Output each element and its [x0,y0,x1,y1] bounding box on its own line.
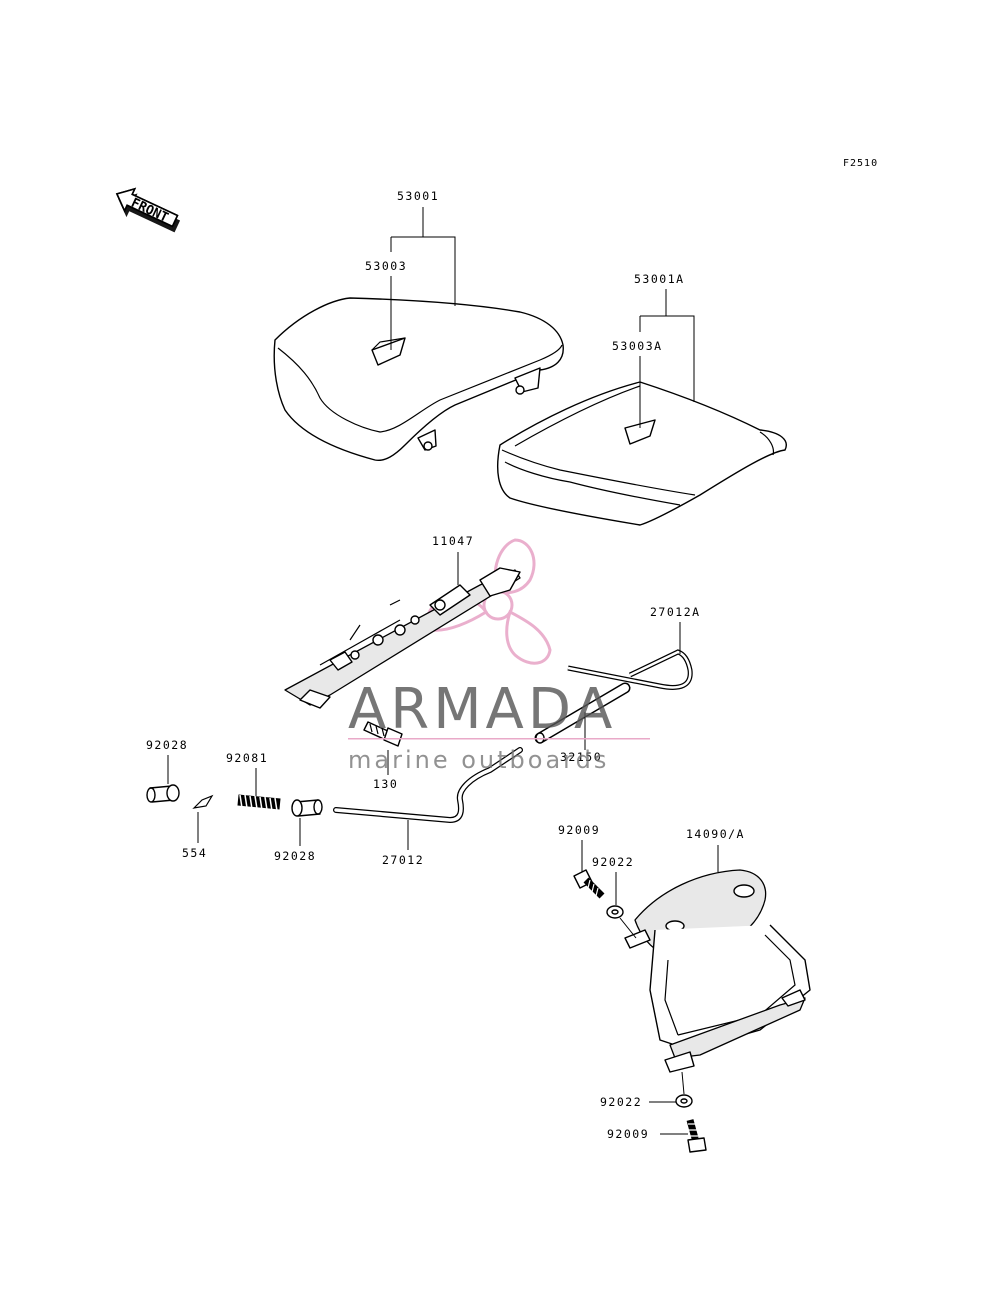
washer-92022-top-part [606,905,624,919]
label-130: 130 [373,777,398,791]
watermark-brand: ARMADA [348,677,616,742]
front-seat-part [273,297,564,462]
label-92028-left: 92028 [146,738,188,752]
front-label: FRONT [129,196,171,226]
label-92009-top: 92009 [558,823,600,837]
label-32150: 32150 [560,750,602,764]
label-14090A: 14090/A [686,827,745,841]
label-11047: 11047 [432,534,474,548]
bolt-92009-top-part [573,869,605,899]
label-53001A: 53001A [634,272,685,286]
front-arrow-icon: FRONT [115,187,181,233]
grab-handle-14090A-part [624,869,811,1073]
cap-92028-left-part [146,784,180,803]
leader-53001A [639,289,695,402]
washer-92022-bottom-part [675,1094,693,1108]
label-53003A: 53003A [612,339,663,353]
label-92009-bottom: 92009 [607,1127,649,1141]
figure-code: F2510 [843,158,878,169]
label-53003: 53003 [365,259,407,273]
label-92028-right: 92028 [274,849,316,863]
leader-washer-to-handle [619,917,637,939]
leader-53001 [390,207,456,306]
label-53001: 53001 [397,189,439,203]
label-92022-top: 92022 [592,855,634,869]
label-27012: 27012 [382,853,424,867]
bolt-92009-bottom-part [686,1119,707,1153]
label-92022-bottom: 92022 [600,1095,642,1109]
rear-seat-part [497,381,787,526]
rod-27012-part [333,747,523,824]
bolt-130-part [363,721,403,747]
watermark-divider [348,738,650,740]
seat-hook-bracket-part [284,567,521,709]
leader-handle-to-washer [681,1071,685,1095]
spring-92081-part [237,794,281,812]
cap-92028-right-part [291,799,323,817]
label-92081: 92081 [226,751,268,765]
label-554: 554 [182,846,207,860]
watermark-tagline: marine outboards [348,746,609,774]
clip-554-part [192,794,214,809]
label-27012A: 27012A [650,605,701,619]
rod-27012A-part [567,649,693,690]
